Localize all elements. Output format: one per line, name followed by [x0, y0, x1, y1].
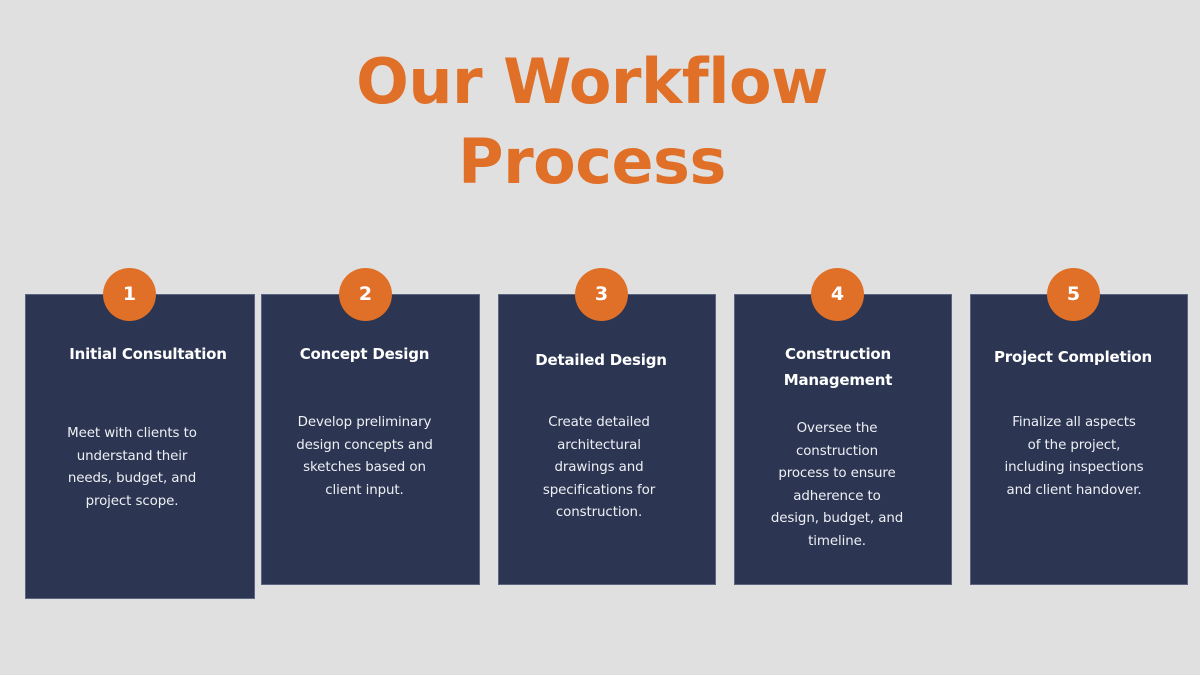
page-title: Our Workflow Process — [0, 42, 1184, 202]
step-card-project-completion: 5 Project Completion Finalize all aspect… — [971, 268, 1187, 584]
step-number-badge: 3 — [575, 268, 628, 321]
page-title-line-2: Process — [458, 125, 726, 198]
step-number-badge: 2 — [339, 268, 392, 321]
step-description: Meet with clients to understand their ne… — [67, 426, 197, 509]
step-card-initial-consultation: 1 Initial Consultation Meet with clients… — [26, 268, 254, 598]
step-description: Create detailed architectural drawings a… — [542, 415, 656, 520]
step-title: Project Completion — [994, 348, 1152, 366]
step-card-construction-management: 4 Construction Management Oversee the co… — [735, 268, 951, 584]
page-title-line-1: Our Workflow — [356, 45, 828, 118]
step-description: Oversee the construction process to ensu… — [770, 421, 904, 549]
step-number-badge: 5 — [1047, 268, 1100, 321]
step-title: Detailed Design — [535, 351, 667, 369]
step-title: Construction Management — [783, 345, 893, 389]
step-number-badge: 1 — [103, 268, 156, 321]
step-number-badge: 4 — [811, 268, 864, 321]
step-card-detailed-design: 3 Detailed Design Create detailed archit… — [499, 268, 715, 584]
step-card-concept-design: 2 Concept Design Develop preliminary des… — [262, 268, 479, 584]
step-title: Concept Design — [299, 345, 430, 363]
step-description: Develop preliminary design concepts and … — [296, 415, 433, 498]
step-description: Finalize all aspects of the project, inc… — [1004, 415, 1144, 498]
step-title: Initial Consultation — [69, 345, 227, 363]
